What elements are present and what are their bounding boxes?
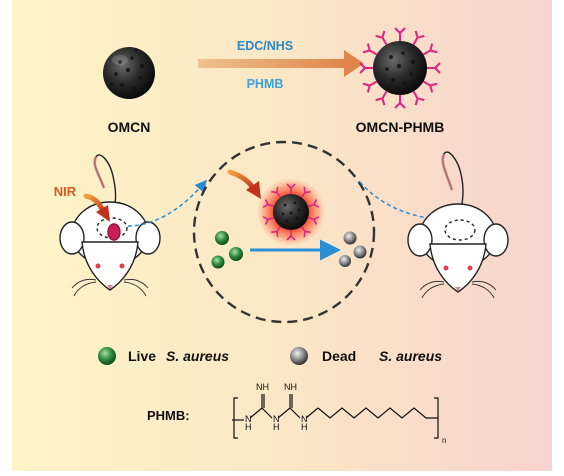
legend-live-species: S. aureus (166, 348, 229, 364)
omcn-phmb-label: OMCN-PHMB (356, 119, 445, 135)
heated-nanoparticle (257, 178, 325, 246)
omcn-nanoparticle (103, 47, 155, 99)
conjugation-arrow (198, 50, 364, 77)
legend-live: Live S. aureus (98, 347, 229, 365)
legend-dead-species: S. aureus (379, 348, 442, 364)
legend-dead-word: Dead (322, 348, 356, 364)
structure-label: PHMB: (147, 408, 190, 423)
live-bacteria-cluster (211, 231, 243, 269)
mouse-before-treatment (59, 154, 161, 297)
reagent-edc-nhs: EDC/NHS (237, 39, 293, 53)
mouse-after-treatment (407, 151, 509, 299)
atom-n-3: N (301, 414, 308, 424)
atom-h-2: H (273, 422, 280, 432)
atom-h-3: H (301, 422, 308, 432)
omcn-label: OMCN (108, 119, 151, 135)
reagent-phmb: PHMB (247, 77, 284, 91)
zoom-circle (192, 140, 376, 324)
phmb-structure (232, 394, 439, 439)
atom-h-1: H (245, 422, 252, 432)
dead-bacteria-cluster (339, 231, 367, 267)
atom-n-1: N (245, 414, 252, 424)
atom-nh-1: NH (256, 382, 269, 392)
atom-n-2: N (273, 414, 280, 424)
legend-dead: Dead S. aureus (290, 347, 442, 365)
phmb-atoms: NH NH H N H N H N n (245, 382, 446, 445)
live-bacteria-swatch (98, 347, 116, 365)
omcn-phmb-nanoparticle (359, 27, 441, 109)
dead-bacteria-swatch (290, 347, 308, 365)
nir-irradiation-arrow (83, 193, 110, 222)
nir-arrow-inside (227, 169, 261, 199)
repeat-subscript: n (442, 436, 446, 445)
zoom-in-arrow (127, 179, 207, 227)
nir-label: NIR (54, 184, 77, 199)
atom-nh-2: NH (284, 382, 297, 392)
legend-live-word: Live (128, 348, 156, 364)
